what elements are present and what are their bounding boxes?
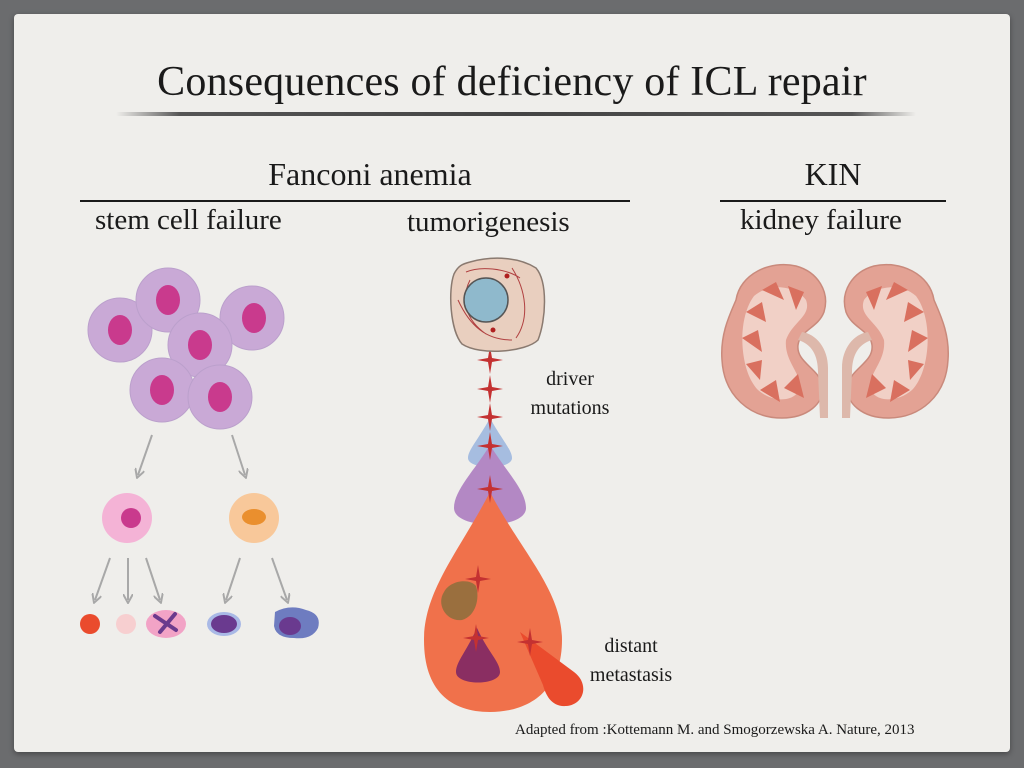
mature-blood-cells — [80, 607, 319, 639]
lineage-arrows — [95, 434, 287, 600]
kidney-failure-label: kidney failure — [740, 204, 902, 236]
fanconi-anemia-heading: Fanconi anemia — [268, 156, 472, 192]
mutation-stars — [463, 346, 543, 656]
right-kidney — [842, 263, 949, 419]
stem-cell-failure-label: stem cell failure — [95, 204, 282, 236]
citation: Adapted from :Kottemann M. and Smogorzew… — [515, 722, 915, 738]
left-kidney — [721, 263, 828, 419]
kin-heading: KIN — [804, 156, 862, 192]
driver-line2: mutations — [530, 397, 610, 419]
metastasis-line1: distant — [604, 635, 658, 657]
driver-mutations-label: driver mutations — [520, 365, 620, 423]
progenitor-cells — [102, 493, 279, 543]
tumorigenesis-label: tumorigenesis — [407, 206, 570, 238]
title-underline — [116, 112, 916, 116]
normal-cell — [449, 257, 546, 352]
stem-cell-cluster — [87, 267, 285, 430]
driver-line1: driver — [546, 368, 594, 390]
distant-metastasis-label: distant metastasis — [576, 632, 686, 690]
metastasis-line2: metastasis — [589, 664, 673, 686]
primary-tumor — [424, 492, 562, 712]
slide-title: Consequences of deficiency of ICL repair — [157, 59, 867, 105]
tumor-drops — [424, 418, 584, 712]
kin-heading-rule — [720, 200, 946, 202]
fanconi-heading-rule — [80, 200, 630, 202]
metastasis-tail — [520, 632, 584, 707]
